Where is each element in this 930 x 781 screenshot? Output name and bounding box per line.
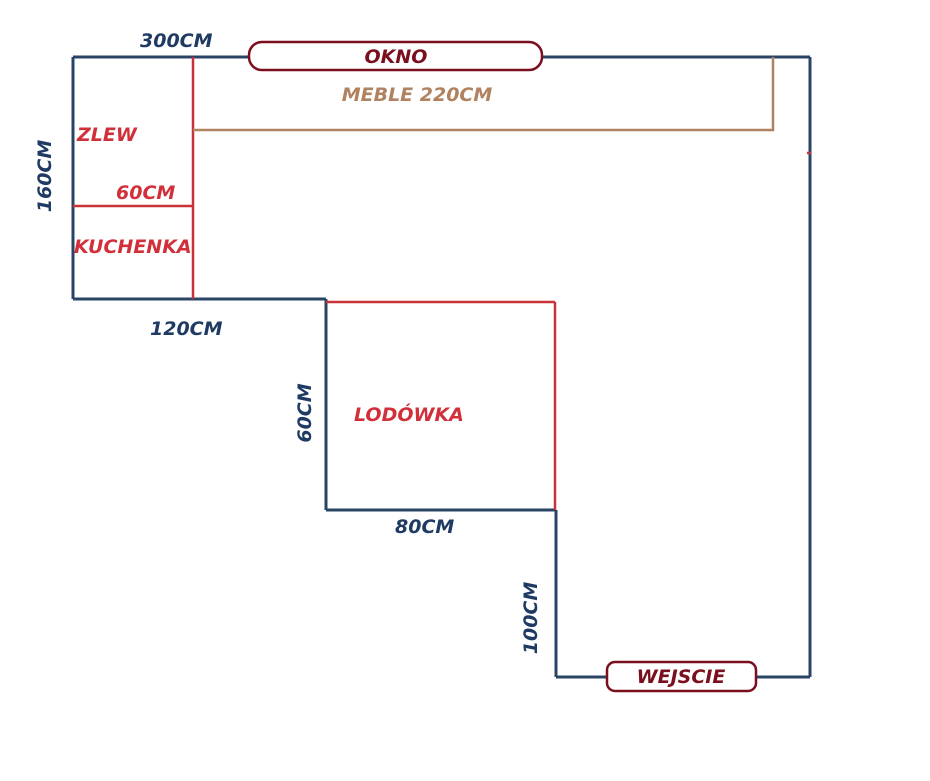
entrance-wall-dimension: 100CM — [520, 582, 542, 655]
sink-depth-label: 60CM — [116, 182, 175, 204]
fridge-height-dimension: 60CM — [294, 383, 316, 442]
fridge-width-dimension: 80CM — [395, 516, 454, 538]
entrance-box — [605, 660, 758, 693]
window-label: OKNO — [365, 46, 428, 68]
stove-label: KUCHENKA — [74, 236, 192, 258]
entrance-label: WEJSCIE — [637, 666, 726, 688]
bottom-left-dimension: 120CM — [150, 318, 223, 340]
top-width-dimension: 300CM — [140, 30, 213, 52]
left-height-dimension: 160CM — [34, 140, 56, 213]
furniture-outline — [193, 57, 775, 132]
fridge-label: LODÓWKA — [354, 402, 464, 426]
sink-label: ZLEW — [76, 124, 138, 146]
furniture-label: MEBLE 220CM — [342, 84, 493, 106]
window-box — [247, 40, 544, 72]
